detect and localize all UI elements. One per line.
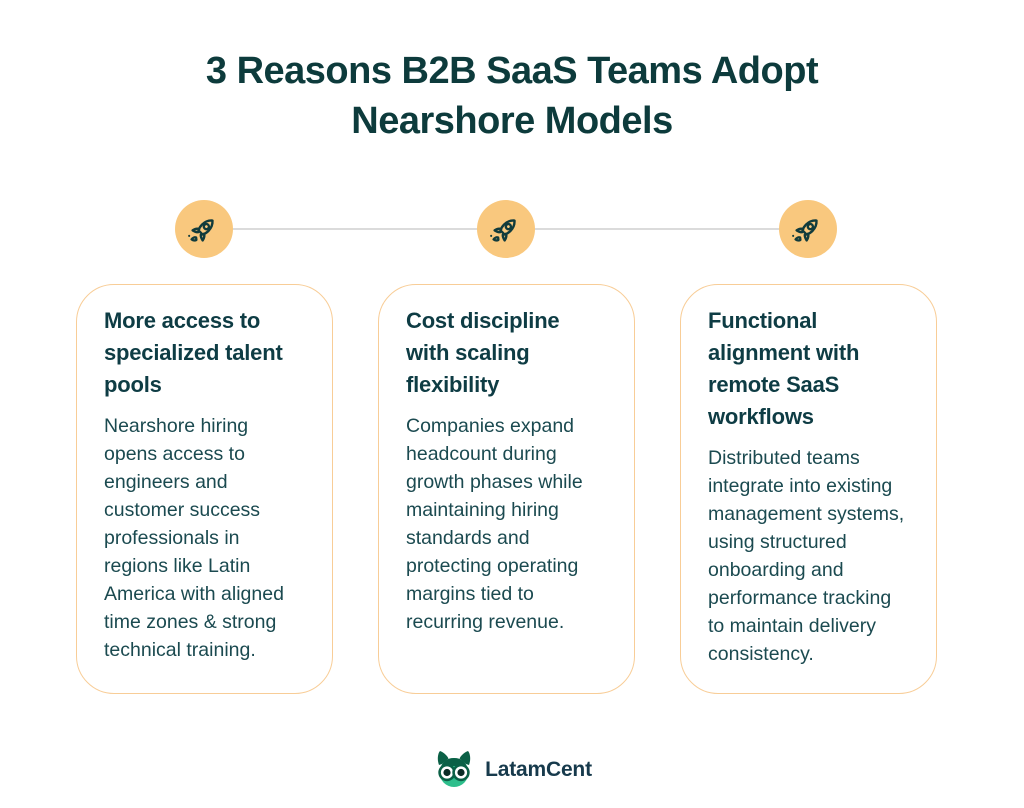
- card-heading: More access to specialized talent pools: [104, 308, 283, 397]
- card-heading: Cost discipline with scaling flexibility: [406, 308, 560, 397]
- reason-card-2: Cost discipline with scaling flexibility…: [378, 284, 635, 694]
- card-heading: Functional alignment with remote SaaS wo…: [708, 308, 860, 429]
- reason-cards-row: More access to specialized talent pools …: [76, 284, 937, 694]
- page-title: 3 Reasons B2B SaaS Teams Adopt Nearshore…: [0, 46, 1024, 146]
- card-body: Nearshore hiring opens access to enginee…: [104, 415, 284, 661]
- page-title-text: 3 Reasons B2B SaaS Teams Adopt Nearshore…: [205, 50, 819, 142]
- step-circle-2: [477, 200, 535, 258]
- step-circle-3: [779, 200, 837, 258]
- rocket-icon: [792, 219, 818, 242]
- rocket-icon: [490, 219, 516, 242]
- rocket-icon: [188, 219, 214, 242]
- step-circle-1: [175, 200, 233, 258]
- step-icon-row: [0, 200, 1024, 258]
- card-body: Companies expand headcount during growth…: [406, 415, 583, 633]
- brand-name: LatamCent: [485, 758, 592, 781]
- reason-card-3: Functional alignment with remote SaaS wo…: [680, 284, 937, 694]
- owl-logo-icon: [437, 751, 471, 787]
- card-body: Distributed teams integrate into existin…: [708, 447, 905, 665]
- reason-card-1: More access to specialized talent pools …: [76, 284, 333, 694]
- brand-logo: LatamCent: [0, 746, 1024, 794]
